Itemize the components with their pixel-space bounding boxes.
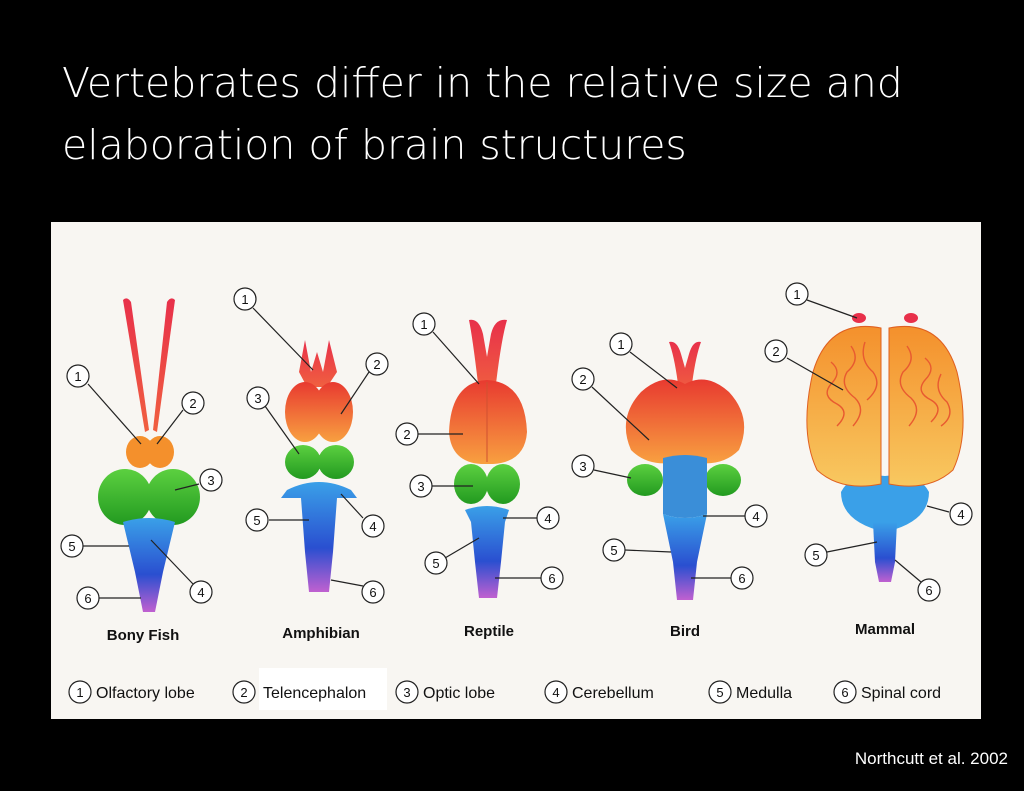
svg-text:6: 6 [369, 585, 376, 600]
svg-text:6: 6 [841, 685, 848, 700]
legend-item: 3 Optic lobe [395, 680, 495, 704]
svg-text:5: 5 [253, 513, 260, 528]
legend-item: 1 Olfactory lobe [68, 680, 195, 704]
svg-text:4: 4 [544, 511, 551, 526]
animal-label-amphibian: Amphibian [282, 625, 360, 642]
svg-text:6: 6 [738, 571, 745, 586]
legend-item: 4 Cerebellum [544, 680, 654, 704]
bird-callouts: 1 2 3 4 5 6 [571, 332, 768, 590]
svg-text:Medulla: Medulla [736, 685, 792, 702]
svg-text:5: 5 [812, 548, 819, 563]
svg-text:6: 6 [925, 583, 932, 598]
svg-text:3: 3 [254, 391, 261, 406]
bird-brain [625, 341, 745, 600]
svg-text:2: 2 [189, 396, 196, 411]
reptile-callouts: 1 2 3 4 5 6 [395, 312, 564, 590]
bony-fish-brain [98, 298, 200, 612]
svg-text:Cerebellum: Cerebellum [572, 685, 654, 702]
svg-text:2: 2 [403, 427, 410, 442]
svg-text:4: 4 [752, 509, 759, 524]
svg-text:1: 1 [793, 287, 800, 302]
svg-text:3: 3 [579, 459, 586, 474]
svg-text:2: 2 [240, 685, 247, 700]
svg-text:Telencephalon: Telencephalon [263, 685, 366, 702]
animal-label-mammal: Mammal [855, 621, 915, 638]
svg-text:4: 4 [369, 519, 376, 534]
svg-text:4: 4 [552, 685, 559, 700]
mammal-callouts: 1 2 4 5 6 [764, 282, 973, 602]
legend-item: 2 Telencephalon [232, 668, 387, 710]
svg-text:2: 2 [579, 372, 586, 387]
legend-item: 6 Spinal cord [833, 680, 941, 704]
mammal-brain [806, 313, 964, 582]
svg-text:1: 1 [617, 337, 624, 352]
legend-item: 5 Medulla [708, 680, 792, 704]
svg-text:1: 1 [76, 685, 83, 700]
slide-title: Vertebrates differ in the relative size … [62, 59, 903, 169]
reptile-brain [449, 319, 527, 598]
svg-text:Spinal cord: Spinal cord [861, 685, 941, 702]
svg-text:4: 4 [957, 507, 964, 522]
amphibian-callouts: 1 2 3 4 5 6 [233, 287, 389, 604]
svg-text:6: 6 [84, 591, 91, 606]
structure-legend: 1 Olfactory lobe 2 Telencephalon 3 Optic… [68, 668, 941, 710]
svg-text:1: 1 [241, 292, 248, 307]
animal-label-reptile: Reptile [464, 623, 514, 640]
svg-text:Optic lobe: Optic lobe [423, 685, 495, 702]
amphibian-brain [281, 340, 357, 592]
svg-text:5: 5 [432, 556, 439, 571]
svg-text:5: 5 [68, 539, 75, 554]
svg-text:5: 5 [610, 543, 617, 558]
citation: Northcutt et al. 2002 [854, 749, 1008, 768]
bony-fish-callouts: 1 2 3 4 5 6 [60, 364, 223, 610]
svg-text:1: 1 [420, 317, 427, 332]
svg-text:3: 3 [207, 473, 214, 488]
svg-text:2: 2 [772, 344, 779, 359]
animal-label-bird: Bird [670, 623, 700, 640]
svg-text:2: 2 [373, 357, 380, 372]
brain-comparison-figure: 1 2 3 4 5 6 Bony Fish 1 2 3 4 5 6 Amphib… [51, 222, 981, 719]
svg-text:Olfactory lobe: Olfactory lobe [96, 685, 195, 702]
svg-text:3: 3 [403, 685, 410, 700]
svg-text:4: 4 [197, 585, 204, 600]
svg-text:5: 5 [716, 685, 723, 700]
svg-text:1: 1 [74, 369, 81, 384]
animal-label-bony-fish: Bony Fish [107, 627, 180, 644]
svg-text:6: 6 [548, 571, 555, 586]
svg-text:3: 3 [417, 479, 424, 494]
